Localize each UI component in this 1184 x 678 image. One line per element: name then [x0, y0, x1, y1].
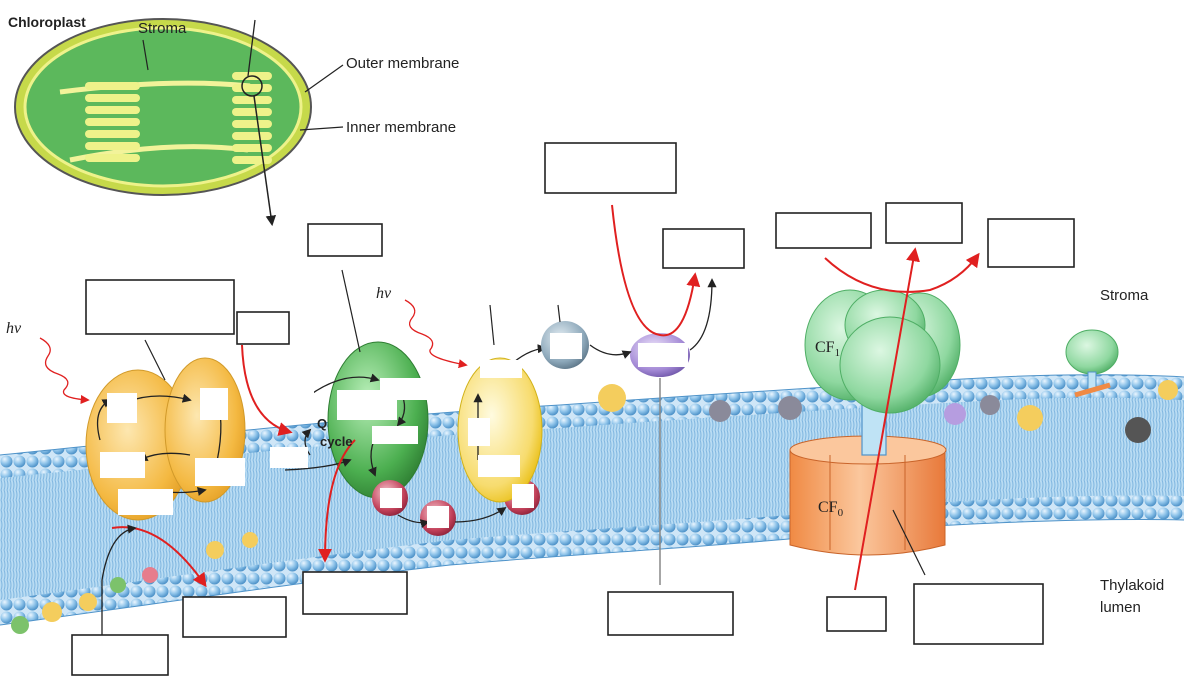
blank-box-7[interactable]: [85, 279, 235, 335]
stroma-top-label: Stroma: [138, 20, 187, 37]
blank-box-13[interactable]: [826, 596, 887, 632]
q-label: Q: [317, 416, 327, 431]
blank-box-8[interactable]: [236, 311, 290, 345]
inner-membrane-label: Inner membrane: [346, 119, 456, 136]
lumen-label: lumen: [1100, 599, 1141, 616]
thylakoid-label: Thylakoid: [1100, 577, 1164, 594]
granum-left: [85, 82, 140, 162]
blank-box-3[interactable]: [662, 228, 745, 269]
text-labels: Chloroplast Stroma Outer membrane Inner …: [6, 14, 1164, 616]
blank-box-14[interactable]: [913, 583, 1044, 645]
cycle-label: cycle: [320, 434, 353, 449]
outer-membrane-label: Outer membrane: [346, 55, 459, 72]
blank-box-1[interactable]: [544, 142, 677, 194]
blank-box-12[interactable]: [607, 591, 734, 636]
chloroplast-label: Chloroplast: [8, 14, 86, 30]
blank-box-4[interactable]: [775, 212, 872, 249]
blanked-cover-boxes: [100, 333, 688, 528]
stroma-right-label: Stroma: [1100, 287, 1149, 304]
atp-synthase-small: [1065, 329, 1119, 398]
leader-lines: [101, 269, 926, 640]
hv-left-label: hν: [6, 320, 22, 337]
blank-box-10[interactable]: [182, 596, 287, 638]
blank-box-5[interactable]: [885, 202, 963, 244]
blank-box-6[interactable]: [987, 218, 1075, 268]
blank-box-2[interactable]: [307, 223, 383, 257]
blank-label-boxes: [71, 142, 1075, 676]
blank-box-11[interactable]: [71, 634, 169, 676]
chloroplast-inset: [14, 18, 344, 227]
cf1-label: CF1: [815, 339, 840, 359]
blank-box-9[interactable]: [302, 571, 408, 615]
red-arrows: [39, 204, 980, 591]
cf0-label: CF0: [818, 499, 844, 519]
atp-synthase: [789, 289, 961, 556]
hv-mid-label: hν: [376, 285, 392, 302]
